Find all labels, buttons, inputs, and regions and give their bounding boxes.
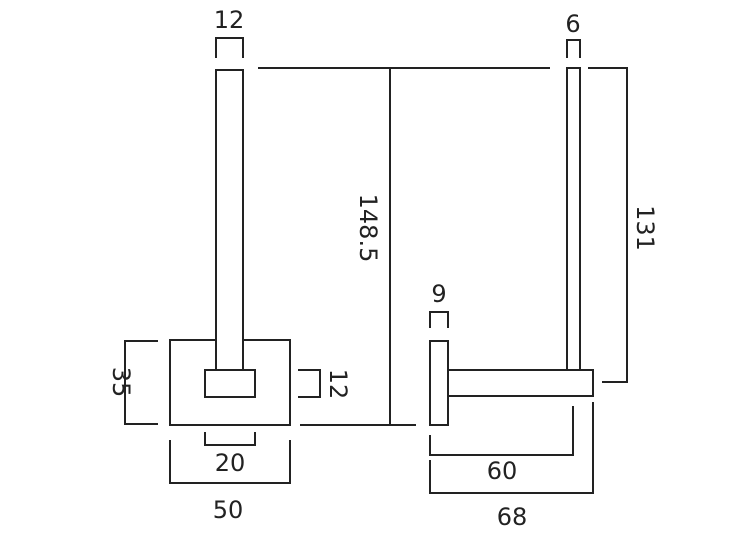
front-plate-width-label: 50 <box>213 496 244 524</box>
front-plate-height-label: 35 <box>107 367 135 398</box>
front-socket <box>204 369 256 398</box>
overall-height-dimension: 148.5 <box>258 67 550 426</box>
front-plate-height-dimension: 35 <box>107 340 158 425</box>
side-plate-depth-dimension: 9 <box>429 280 449 328</box>
side-rod-width-label: 6 <box>565 10 580 38</box>
side-wall-plate <box>429 340 449 426</box>
side-arm <box>447 369 594 397</box>
side-rod-height-label: 131 <box>631 205 659 251</box>
side-rod <box>566 67 581 371</box>
front-plate-width-dimension: 50 <box>169 440 291 524</box>
side-rod-width-dimension: 6 <box>565 10 581 58</box>
side-view <box>429 67 594 426</box>
front-rod <box>215 69 244 371</box>
front-socket-height-dimension: 12 <box>298 369 352 400</box>
side-plate-depth-label: 9 <box>431 280 446 308</box>
front-rod-width-label: 12 <box>214 6 245 34</box>
front-socket-height-label: 12 <box>324 369 352 400</box>
side-overall-depth-label: 68 <box>497 503 528 531</box>
side-arm-length-label: 60 <box>487 457 518 485</box>
front-view <box>169 69 291 426</box>
overall-height-label: 148.5 <box>354 194 382 263</box>
side-arm-length-dimension: 60 <box>429 406 574 485</box>
front-socket-width-dimension: 20 <box>204 432 256 477</box>
front-rod-width-dimension: 12 <box>214 6 245 58</box>
side-overall-depth-dimension: 68 <box>429 402 594 531</box>
side-rod-height-dimension: 131 <box>588 67 659 383</box>
front-socket-width-label: 20 <box>215 449 246 477</box>
